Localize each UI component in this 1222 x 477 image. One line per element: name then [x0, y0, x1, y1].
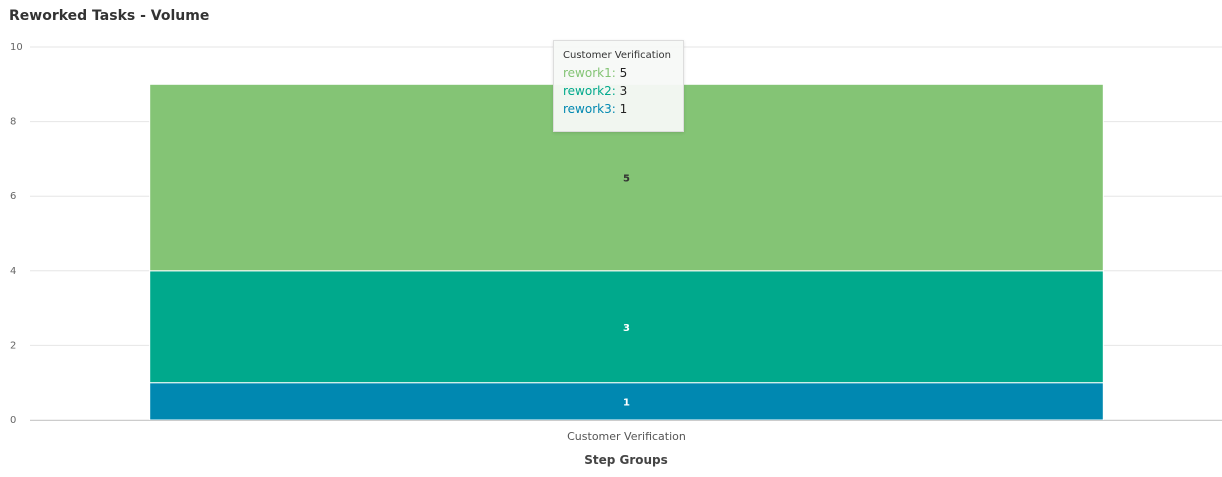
x-axis-title: Step Groups: [584, 453, 668, 467]
bar-segment-rework2[interactable]: [149, 270, 1104, 384]
tooltip-series-name: rework1: [563, 66, 612, 80]
tooltip-series-sep: :: [611, 102, 616, 116]
tooltip-series-sep: :: [611, 84, 616, 98]
y-tick-label: 8: [10, 117, 16, 128]
data-label-rework2: 3: [623, 323, 630, 334]
tooltip-series-value: 1: [619, 102, 628, 116]
y-tick-label: 2: [10, 340, 16, 351]
data-label-rework1: 5: [623, 174, 630, 185]
tooltip-series-name: rework2: [563, 84, 612, 98]
tooltip-row-rework3: rework3: 1: [563, 100, 683, 118]
data-labels: 1 3 5: [623, 174, 630, 409]
bars[interactable]: [149, 83, 1104, 421]
tooltip-row-rework1: rework1: 5: [563, 64, 683, 82]
tooltip-series-value: 5: [619, 66, 628, 80]
x-category-label: Customer Verification: [567, 430, 686, 443]
y-axis-ticks: 0 2 4 6 8 10: [10, 42, 23, 426]
y-tick-label: 0: [10, 415, 16, 426]
y-tick-label: 4: [10, 266, 16, 277]
y-tick-label: 6: [10, 191, 16, 202]
tooltip-series-sep: :: [611, 66, 616, 80]
tooltip-series-name: rework3: [563, 102, 612, 116]
tooltip-series-value: 3: [619, 84, 628, 98]
y-tick-label: 10: [10, 42, 23, 53]
tooltip-header: Customer Verification: [563, 50, 671, 61]
data-label-rework3: 1: [623, 397, 630, 408]
tooltip: Customer Verification rework1: 5 rework2…: [553, 40, 684, 132]
chart-title: Reworked Tasks - Volume: [9, 8, 210, 24]
tooltip-row-rework2: rework2: 3: [563, 82, 683, 100]
